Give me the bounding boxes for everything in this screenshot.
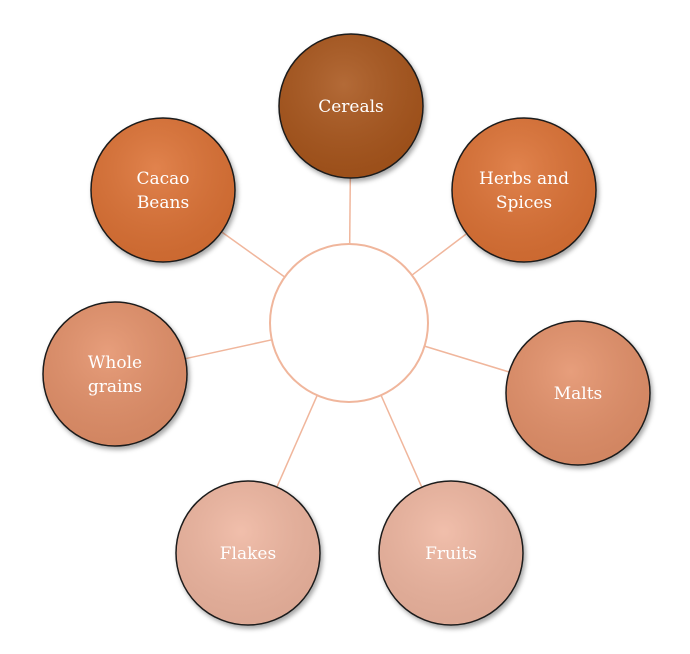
node-malts: Malts [505, 320, 651, 466]
connector-flakes [276, 394, 318, 488]
connector-cereals [348, 177, 352, 245]
node-label-herbs-and-spices-0: Herbs and [479, 169, 569, 189]
node-shine-cacao-beans [92, 119, 234, 261]
node-label-whole-grains-0: Whole [88, 353, 142, 373]
center-hub [269, 243, 429, 403]
connector-whole-grains [185, 339, 272, 360]
node-shine-herbs-and-spices [453, 119, 595, 261]
node-shine-malts [507, 322, 649, 464]
connector-fruits [380, 394, 423, 488]
node-label-flakes-0: Flakes [220, 544, 276, 564]
connector-cacao-beans [221, 231, 286, 278]
node-label-malts-0: Malts [554, 384, 603, 404]
node-whole-grains: Whole grains [42, 301, 188, 447]
connector-herbs-and-spices [411, 233, 468, 276]
node-shine-whole-grains [44, 303, 186, 445]
node-shine-cereals [280, 35, 422, 177]
node-label-cacao-beans-1: Beans [137, 193, 189, 213]
connector-lines [185, 177, 510, 488]
connector-malts [424, 345, 510, 373]
node-flakes: Flakes [175, 480, 321, 626]
node-label-cereals-0: Cereals [318, 97, 384, 117]
node-shine-fruits [380, 482, 522, 624]
node-fruits: Fruits [378, 480, 524, 626]
node-label-cacao-beans-0: Cacao [136, 169, 189, 189]
node-label-fruits-0: Fruits [425, 544, 477, 564]
node-label-herbs-and-spices-1: Spices [496, 193, 552, 213]
center-circle [269, 243, 429, 403]
node-shine-flakes [177, 482, 319, 624]
node-cereals: Cereals [278, 33, 424, 179]
node-label-whole-grains-1: grains [88, 377, 142, 397]
